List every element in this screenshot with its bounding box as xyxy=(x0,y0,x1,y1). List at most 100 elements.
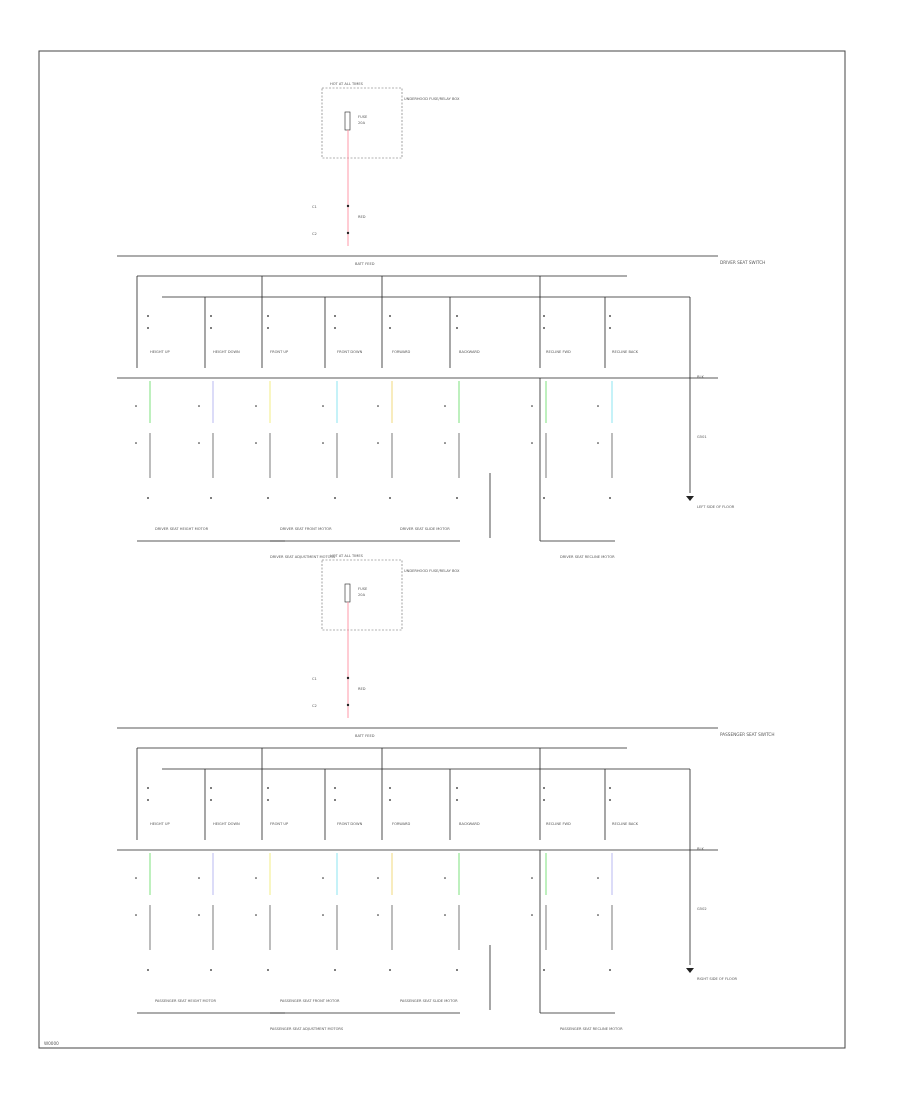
connector-dot xyxy=(346,703,350,707)
pin-dot xyxy=(322,405,324,407)
pin-dot xyxy=(597,405,599,407)
group-label-front: PASSENGER SEAT FRONT MOTOR xyxy=(280,999,340,1003)
pin-dot xyxy=(531,877,533,879)
branch-4: FORWARD xyxy=(377,787,411,971)
batt-feed-label: BATT FEED xyxy=(355,734,375,738)
branch-1: HEIGHT DOWN xyxy=(198,787,240,971)
branch-2: FRONT UP xyxy=(255,315,289,499)
branch-label: FRONT UP xyxy=(270,350,289,354)
ground-wire-label: BLK xyxy=(697,375,704,379)
group-label-slide: PASSENGER SEAT SLIDE MOTOR xyxy=(400,999,458,1003)
fuse-label: FUSE xyxy=(358,587,368,591)
branch-label: RECLINE FWD xyxy=(546,822,571,826)
ground-arrow xyxy=(686,968,694,973)
switch-assembly-label: PASSENGER SEAT SWITCH xyxy=(720,732,775,737)
branch-terminal xyxy=(543,327,545,329)
branch-label: HEIGHT DOWN xyxy=(213,350,240,354)
switch-assembly-label: DRIVER SEAT SWITCH xyxy=(720,260,765,265)
branch-terminal xyxy=(267,315,269,317)
branch-terminal xyxy=(389,327,391,329)
branch-terminal xyxy=(334,787,336,789)
branch-label: FRONT UP xyxy=(270,822,289,826)
branch-terminal xyxy=(543,787,545,789)
motor-terminal xyxy=(389,969,391,971)
branch-terminal xyxy=(210,327,212,329)
branch-label: FORWARD xyxy=(392,822,411,826)
pin-dot xyxy=(198,877,200,879)
motor-terminal xyxy=(543,969,545,971)
connector-c1-label: C1 xyxy=(312,677,317,681)
branch-terminal xyxy=(334,799,336,801)
branch-0: HEIGHT UP xyxy=(135,315,170,499)
branch-7: RECLINE BACK xyxy=(597,315,639,499)
motor-terminal xyxy=(147,969,149,971)
fuse-amp-label: 20A xyxy=(358,121,366,125)
pin-dot xyxy=(531,405,533,407)
pin-dot xyxy=(135,914,137,916)
group-label-recline: DRIVER SEAT RECLINE MOTOR xyxy=(560,555,615,559)
pin-dot xyxy=(198,442,200,444)
branch-terminal xyxy=(267,327,269,329)
fuse-label: FUSE xyxy=(358,115,368,119)
fuse-box xyxy=(321,87,403,159)
pin-dot xyxy=(444,442,446,444)
feed-wire-color-label: RED xyxy=(358,215,366,219)
pin-dot xyxy=(322,914,324,916)
branch-terminal xyxy=(267,787,269,789)
branch-label: RECLINE FWD xyxy=(546,350,571,354)
branch-label: FRONT DOWN xyxy=(337,350,363,354)
branch-label: HEIGHT UP xyxy=(150,822,170,826)
pin-dot xyxy=(597,442,599,444)
pin-dot xyxy=(597,914,599,916)
diagram-frame xyxy=(38,50,846,1049)
motor-assembly-label: DRIVER SEAT ADJUSTMENT MOTORS xyxy=(270,555,336,559)
branch-terminal xyxy=(609,327,611,329)
branch-terminal xyxy=(334,315,336,317)
connector-c1-label: C1 xyxy=(312,205,317,209)
branch-6: RECLINE FWD xyxy=(531,787,571,971)
branch-terminal xyxy=(147,787,149,789)
pin-dot xyxy=(531,914,533,916)
branch-terminal xyxy=(609,787,611,789)
branch-terminal xyxy=(609,799,611,801)
group-label-height: DRIVER SEAT HEIGHT MOTOR xyxy=(155,527,209,531)
branch-label: RECLINE BACK xyxy=(612,350,639,354)
pin-dot xyxy=(255,877,257,879)
branch-terminal xyxy=(334,327,336,329)
branch-4: FORWARD xyxy=(377,315,411,499)
motor-terminal xyxy=(334,497,336,499)
motor-terminal xyxy=(334,969,336,971)
pin-dot xyxy=(322,877,324,879)
branch-terminal xyxy=(456,799,458,801)
pin-dot xyxy=(198,405,200,407)
pin-dot xyxy=(135,405,137,407)
ground-note-label: LEFT SIDE OF FLOOR xyxy=(697,505,735,509)
motor-assembly-label: PASSENGER SEAT ADJUSTMENT MOTORS xyxy=(270,1027,344,1031)
ground-id-label: G501 xyxy=(697,435,707,439)
pin-dot xyxy=(444,914,446,916)
ground-id-label: G502 xyxy=(697,907,707,911)
hot-at-all-times-label: HOT AT ALL TIMES xyxy=(330,554,364,558)
pin-dot xyxy=(255,405,257,407)
branch-label: FORWARD xyxy=(392,350,411,354)
motor-terminal xyxy=(267,969,269,971)
pin-dot xyxy=(377,914,379,916)
motor-terminal xyxy=(267,497,269,499)
fuse-symbol xyxy=(344,583,351,603)
connector-dot xyxy=(346,204,350,208)
branch-label: BACKWARD xyxy=(459,822,480,826)
branch-label: HEIGHT UP xyxy=(150,350,170,354)
motor-terminal xyxy=(609,969,611,971)
motor-terminal xyxy=(456,497,458,499)
fuse-block-label: UNDERHOOD FUSE/RELAY BOX xyxy=(404,97,460,101)
pin-dot xyxy=(444,877,446,879)
branch-terminal xyxy=(389,799,391,801)
batt-feed-label: BATT FEED xyxy=(355,262,375,266)
branch-terminal xyxy=(543,799,545,801)
branch-terminal xyxy=(210,799,212,801)
connector-c2-label: C2 xyxy=(312,704,317,708)
pin-dot xyxy=(377,877,379,879)
motor-terminal xyxy=(456,969,458,971)
branch-5: BACKWARD xyxy=(444,787,480,971)
branch-7: RECLINE BACK xyxy=(597,787,639,971)
